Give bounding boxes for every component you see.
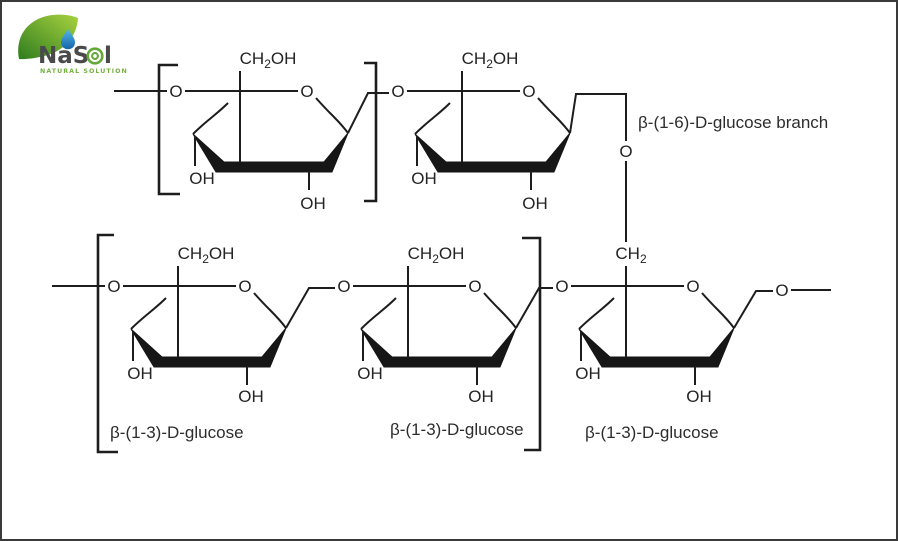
hydroxyl-label: OH	[411, 169, 437, 188]
ch2oh-label: CH2OH	[462, 49, 519, 71]
glycosidic-oxygen-label: O	[391, 82, 404, 101]
hydroxyl-label: OH	[357, 364, 383, 383]
water-drop-icon	[61, 29, 75, 50]
glycosidic-oxygen-label: O	[107, 277, 120, 296]
glycosidic-oxygen-label: O	[169, 82, 182, 101]
logo-tagline: NATURAL SOLUTION	[40, 68, 128, 75]
ring-oxygen-label: O	[300, 82, 313, 101]
unit-caption-3: β-(1-3)-D-glucose	[585, 423, 719, 442]
logo-brand-pre: NaS	[38, 43, 89, 69]
branch-caption: β-(1-6)-D-glucose branch	[638, 113, 828, 132]
glycosidic-oxygen-label: O	[555, 277, 568, 296]
ring-oxygen-label: O	[686, 277, 699, 296]
glycosidic-bond-5-end	[733, 290, 773, 329]
unit-caption-1: β-(1-3)-D-glucose	[110, 423, 244, 442]
ch2oh-label: CH2OH	[408, 244, 465, 266]
repeat-bracket-top-left	[157, 63, 180, 196]
repeat-bracket-bottom-right	[522, 236, 542, 452]
logo-brand-post: l	[104, 43, 112, 69]
hydroxyl-label: OH	[468, 387, 494, 406]
logo-o-icon	[86, 47, 104, 65]
hydroxyl-label: OH	[238, 387, 264, 406]
ring-oxygen-label: O	[468, 277, 481, 296]
ch2oh-label: CH2OH	[240, 49, 297, 71]
hydroxyl-label: OH	[189, 169, 215, 188]
branch-oxygen-label: O	[619, 142, 632, 161]
ring-oxygen-label: O	[238, 277, 251, 296]
hydroxyl-label: OH	[300, 194, 326, 213]
terminal-oxygen-label: O	[775, 281, 788, 300]
hydroxyl-label: OH	[686, 387, 712, 406]
nasol-logo: NaS l NATURAL SOLUTION	[18, 14, 128, 75]
glycosidic-bond-3-4	[285, 287, 335, 329]
glycosidic-bond-1-2	[347, 92, 389, 134]
repeat-bracket-top-right	[364, 61, 378, 203]
repeat-bracket-bottom-left	[96, 233, 118, 454]
glycosidic-bond-4-5	[515, 287, 553, 329]
hydroxyl-label: OH	[575, 364, 601, 383]
unit-caption-2: β-(1-3)-D-glucose	[390, 420, 524, 439]
leaf-icon	[18, 14, 79, 60]
ch2oh-label: CH2OH	[178, 244, 235, 266]
ch2-label: CH2	[615, 244, 647, 266]
ring-oxygen-label: O	[522, 82, 535, 101]
hydroxyl-label: OH	[127, 364, 153, 383]
hydroxyl-label: OH	[522, 194, 548, 213]
glycosidic-oxygen-label: O	[337, 277, 350, 296]
branch-1-6-bond	[569, 93, 627, 141]
